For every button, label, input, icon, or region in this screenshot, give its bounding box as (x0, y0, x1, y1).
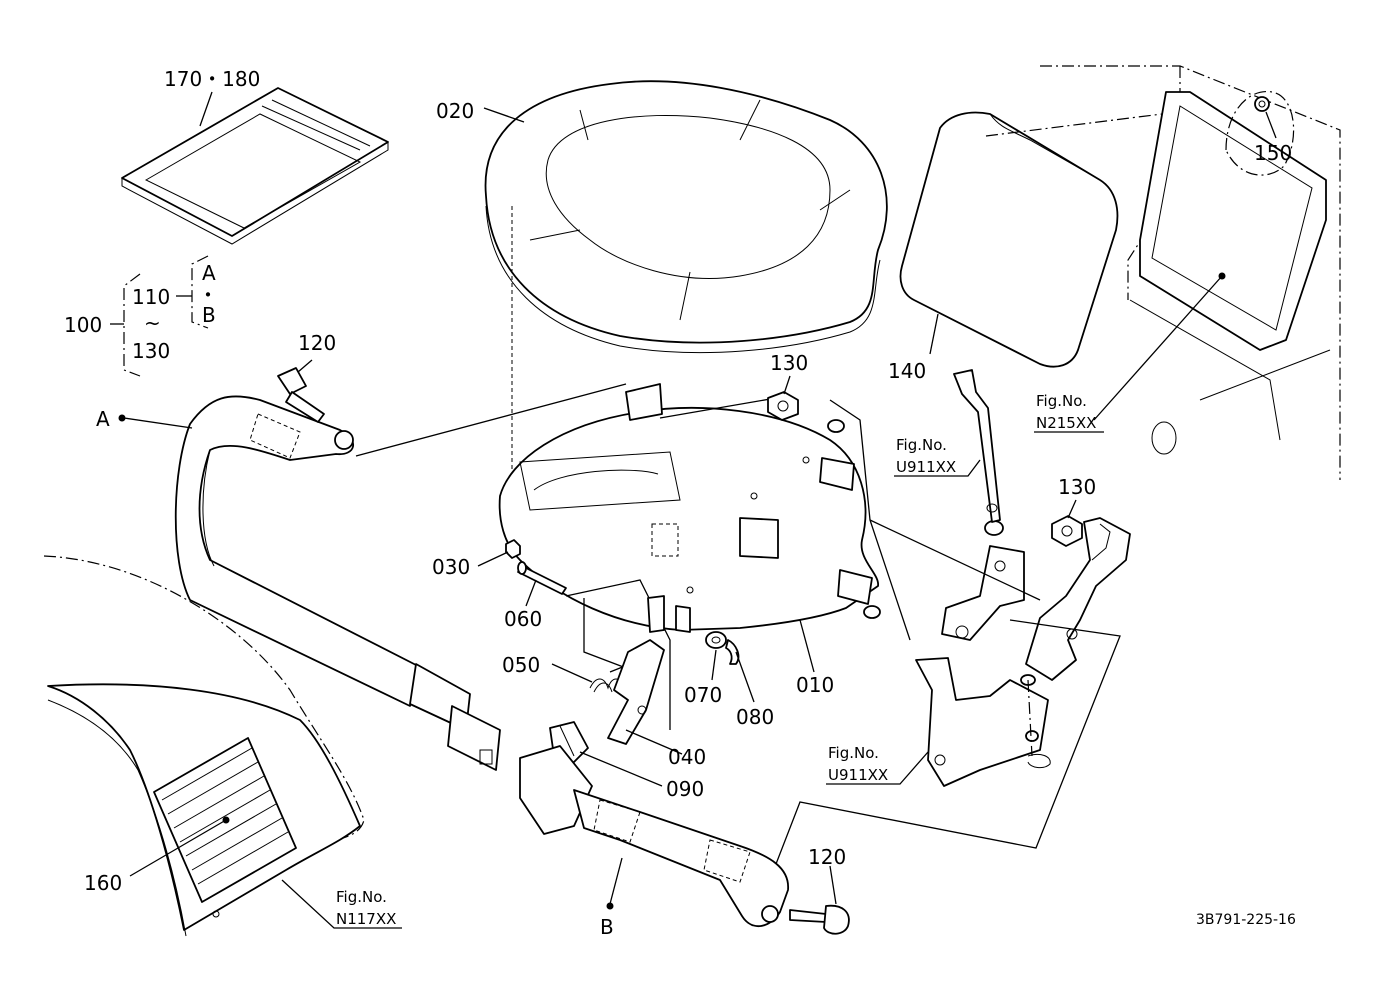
leader-050 (551, 663, 593, 683)
callout-manual: 170・180 (164, 67, 260, 91)
leader-160 (129, 819, 227, 877)
leader-130-top (783, 375, 791, 395)
rear-panel (1040, 65, 1341, 480)
figref-u911-top-number: U911XX (896, 458, 956, 476)
belt-a-to-plate-line (355, 383, 627, 457)
leader-130-right (1067, 499, 1077, 519)
leader-010 (799, 619, 815, 673)
washer-070 (705, 631, 727, 649)
callout-spring-050: 050 (502, 653, 540, 677)
callout-kit-100: 100 (64, 313, 102, 337)
figref-n215-label: Fig.No. (1036, 392, 1087, 410)
leader-060 (525, 579, 537, 607)
nut-130-right (1051, 515, 1083, 547)
seat-belt-a (174, 395, 501, 771)
callout-nut-130-top: 130 (770, 351, 808, 375)
figref-u911-bottom-number: U911XX (828, 766, 888, 784)
seat-cushion (484, 80, 888, 354)
clip-080 (725, 639, 740, 665)
callout-kit-a: A (202, 261, 216, 285)
figref-n117-number: N117XX (336, 910, 396, 928)
backrest (899, 111, 1119, 368)
callout-kit-130: 130 (132, 339, 170, 363)
axis-rail-bolt (1027, 679, 1033, 757)
leader-belt-a (123, 417, 193, 429)
plate-to-nut-line (659, 397, 777, 419)
bolt-120-top (277, 367, 325, 423)
nut-130-top (767, 391, 799, 421)
operators-manual (121, 87, 389, 245)
slide-rail-bracket (915, 517, 1131, 787)
bracket-outline-b (869, 519, 1041, 601)
leader-120-bottom (829, 865, 837, 905)
leader-dot-160 (222, 816, 230, 824)
callout-clip-080: 080 (736, 705, 774, 729)
leader-090 (579, 751, 663, 787)
plate-washers (827, 419, 1004, 619)
callout-kit-110: 110 (132, 285, 170, 309)
leader-120-top (297, 359, 313, 373)
figref-n117-label: Fig.No. (336, 888, 387, 906)
leader-040 (625, 729, 683, 755)
seat-plate (498, 383, 879, 631)
callout-kit-tilde: ~ (144, 311, 161, 335)
callout-nut-130-right: 130 (1058, 475, 1096, 499)
callout-bolt-120-top: 120 (298, 331, 336, 355)
leader-u911-bottom (826, 751, 929, 785)
callout-cover-160: 160 (84, 871, 122, 895)
callout-seat-cushion: 020 (436, 99, 474, 123)
callout-knob-090: 090 (666, 777, 704, 801)
figref-u911-bottom-label: Fig.No. (828, 744, 879, 762)
leader-cushion (483, 107, 525, 123)
callout-washer-070: 070 (684, 683, 722, 707)
callout-backrest: 140 (888, 359, 926, 383)
bracket-outline-a (829, 399, 911, 641)
seat-belt-b (519, 745, 789, 927)
callout-lever-040: 040 (668, 745, 706, 769)
callout-belt-b: B (600, 915, 614, 939)
leader-backrest (929, 313, 939, 355)
callout-kit-dot: ・ (198, 283, 218, 307)
leader-070 (711, 649, 717, 681)
callout-bolt-150: 150 (1254, 141, 1292, 165)
nut-030 (505, 539, 521, 559)
leader-manual (199, 91, 213, 127)
bolt-150 (1254, 96, 1270, 112)
rail-rod (953, 369, 1001, 523)
leader-dot-b (606, 902, 614, 910)
callout-belt-a: A (96, 407, 110, 431)
leader-dot-a (118, 414, 126, 422)
leader-080 (735, 651, 755, 703)
pin-060 (517, 561, 567, 595)
lever-assembly-outline (565, 579, 691, 730)
callout-pin-060: 060 (504, 607, 542, 631)
leader-030 (477, 551, 509, 567)
leader-n117 (281, 879, 402, 929)
leader-belt-b (609, 857, 623, 905)
kit-bracket (110, 255, 209, 377)
callout-kit-b: B (202, 303, 216, 327)
callout-nut-030: 030 (432, 555, 470, 579)
axis-backrest-bolt (985, 109, 1195, 137)
bolt-120-bottom (789, 904, 850, 935)
lever-040 (607, 639, 665, 745)
bracket-outline-c (751, 619, 1121, 927)
drawing-id: 3B791-225-16 (1196, 912, 1296, 928)
callout-bolt-120-bottom: 120 (808, 845, 846, 869)
leader-u911-top (894, 459, 981, 477)
leader-dot-n215 (1218, 272, 1226, 280)
leader-150 (1265, 111, 1277, 139)
figref-u911-top-label: Fig.No. (896, 436, 947, 454)
callout-plate-010: 010 (796, 673, 834, 697)
leader-n215 (1093, 275, 1223, 421)
figref-n215-number: N215XX (1036, 414, 1096, 432)
